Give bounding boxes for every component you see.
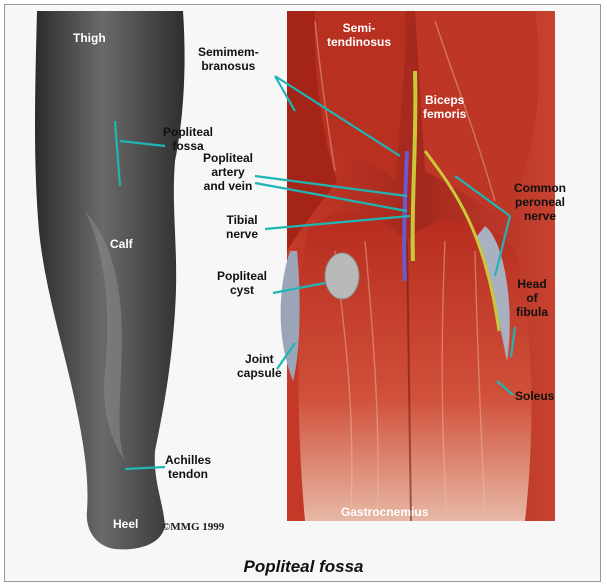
label-biceps-femoris: Bicepsfemoris (423, 93, 466, 121)
label-popliteal-fossa: Poplitealfossa (163, 125, 213, 153)
label-thigh: Thigh (73, 31, 106, 45)
copyright-text: ©MMG 1999 (162, 521, 224, 533)
label-joint-capsule: Jointcapsule (237, 352, 282, 380)
label-soleus: Soleus (515, 389, 554, 403)
label-popliteal-artery-vein: Poplitealarteryand vein (203, 151, 253, 193)
label-gastrocnemius: Gastrocnemius (341, 505, 428, 519)
label-popliteal-cyst: Poplitealcyst (217, 269, 267, 297)
figure-caption: Popliteal fossa (5, 557, 602, 577)
label-achilles-tendon: Achillestendon (165, 453, 211, 481)
anatomy-illustration (15, 11, 592, 551)
popliteal-cyst-shape (325, 253, 359, 299)
label-tibial-nerve: Tibialnerve (226, 213, 258, 241)
label-calf: Calf (110, 237, 133, 251)
label-semimembranosus: Semimem-branosus (198, 45, 259, 73)
label-semitendinosus: Semi-tendinosus (327, 21, 391, 49)
label-common-peroneal-nerve: Commonperonealnerve (514, 181, 566, 223)
label-head-of-fibula: Headoffibula (516, 277, 548, 319)
label-heel: Heel (113, 517, 138, 531)
figure-frame: Thigh Calf Heel Gastrocnemius Semi-tendi… (4, 4, 601, 582)
